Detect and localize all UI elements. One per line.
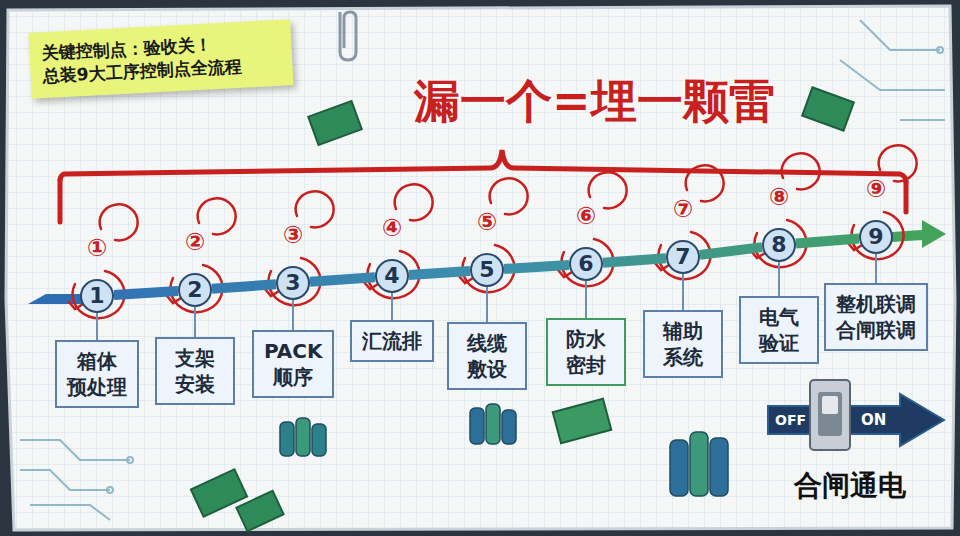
process-box: 汇流排 [350, 320, 434, 362]
step-name: PACK 顺序 [264, 338, 322, 390]
process-box: 支架 安装 [155, 337, 235, 405]
timeline-band [114, 291, 178, 295]
process-box: 整机联调 合闸联调 [824, 283, 928, 351]
leader-connector [96, 313, 98, 340]
step-name: 整机联调 合闸联调 [836, 291, 916, 343]
curly-brace [60, 150, 906, 182]
step-number: 1 [89, 285, 104, 307]
paper-clip [340, 12, 356, 60]
leader-connector [682, 274, 684, 310]
step-number: 3 [285, 272, 300, 294]
circuit-traces [20, 20, 945, 520]
step-circle: 8 [762, 228, 796, 262]
step-number: 4 [384, 265, 399, 287]
timeline-band [504, 265, 569, 269]
step-number: 8 [771, 234, 786, 256]
leader-connector [391, 293, 393, 320]
leader-connector [875, 254, 877, 283]
leader-connector [194, 307, 196, 337]
timeline-band [796, 238, 859, 243]
timeline-band [409, 271, 470, 275]
leader-connector [585, 281, 587, 318]
paper-sheet [6, 6, 955, 530]
process-box: 防水 密封 [546, 318, 626, 386]
step-circle: 9 [859, 220, 893, 254]
callout-number: ④ [382, 216, 402, 240]
leader-connector [486, 287, 488, 322]
step-name: 电气 验证 [751, 304, 807, 356]
timeline-band [603, 258, 666, 263]
step-name: 箱体 预处理 [67, 348, 127, 400]
grid-pattern [6, 6, 955, 530]
step-circle: 2 [178, 273, 212, 307]
process-box: PACK 顺序 [252, 330, 334, 398]
brace-end [58, 180, 63, 222]
step-circle: 4 [375, 259, 409, 293]
process-box: 辅助 系统 [643, 310, 723, 378]
brace-end [904, 182, 909, 212]
red-scribble-loops [69, 145, 917, 318]
step-number: 2 [187, 279, 202, 301]
step-number: 7 [675, 246, 690, 268]
callout-number: ⑧ [769, 185, 789, 209]
step-circle: 5 [470, 253, 504, 287]
step-name: 汇流排 [362, 328, 422, 354]
switch-state: ON [861, 413, 886, 428]
step-name: 线缆 敷设 [459, 330, 515, 382]
step-circle: 1 [80, 279, 114, 313]
leader-connector [778, 262, 780, 296]
process-box: 线缆 敷设 [447, 322, 527, 390]
circuit-boards [191, 87, 854, 531]
callout-number: ③ [283, 223, 303, 247]
headline: 漏一个=埋一颗雷 [414, 71, 775, 133]
callout-number: ② [185, 230, 205, 254]
timeline-band [700, 247, 762, 255]
callout-number: ⑨ [866, 177, 886, 201]
caption-text: 合闸通电 [794, 472, 906, 500]
sticky-note: 关键控制点：验收关！总装9大工序控制点全流程 [28, 19, 293, 98]
switch-state: OFF [775, 413, 806, 427]
step-circle: 6 [569, 247, 603, 281]
switch-icon [768, 380, 944, 450]
process-box: 电气 验证 [739, 296, 819, 364]
callout-number: ⑦ [673, 197, 693, 221]
step-name: 防水 密封 [558, 326, 614, 378]
callout-number: ⑤ [477, 210, 497, 234]
callout-number: ⑥ [576, 204, 596, 228]
step-number: 5 [479, 259, 494, 281]
timeline-band [212, 284, 276, 289]
process-box: 箱体 预处理 [55, 340, 139, 408]
timeline-band [310, 277, 375, 282]
step-number: 9 [868, 226, 883, 248]
callout-number: ① [87, 236, 107, 260]
battery-cells [280, 404, 728, 496]
step-name: 辅助 系统 [655, 318, 711, 370]
paper-edge [6, 6, 955, 530]
step-number: 6 [578, 253, 593, 275]
step-circle: 3 [276, 266, 310, 300]
step-circle: 7 [666, 240, 700, 274]
leader-connector [292, 300, 294, 330]
step-name: 支架 安装 [167, 345, 223, 397]
